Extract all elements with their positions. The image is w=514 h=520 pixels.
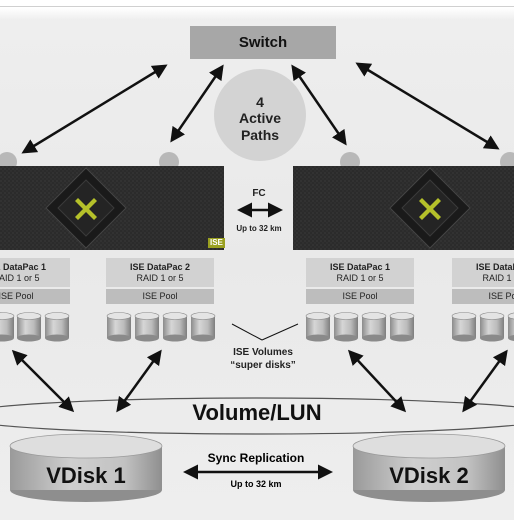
path-arrow-4	[355, 62, 500, 150]
paths-line-2: Paths	[240, 127, 280, 143]
active-paths-circle	[214, 69, 306, 161]
paths-count: 4	[256, 94, 264, 110]
datapac-title: ISE DataPac 1	[329, 262, 391, 272]
x-logo-icon	[389, 167, 471, 249]
datapac-raid: RAID 1 or 5	[336, 273, 384, 283]
ise-volumes-pointer-right	[261, 323, 299, 341]
top-divider	[0, 6, 514, 7]
path-arrow-1	[21, 64, 168, 154]
ise-volumes-pointer-left	[231, 323, 263, 341]
path-arrow-2	[170, 64, 224, 143]
datapac-raid: RAID 1 or 5	[0, 273, 40, 283]
vdisk-2-label: VDisk 2	[389, 463, 469, 488]
path-arrow-3	[291, 64, 347, 146]
ise-volumes-group-3	[305, 312, 415, 342]
ise-volumes-line-1: ISE Volumes	[233, 347, 293, 358]
sync-replication-label: Sync Replication	[207, 451, 305, 465]
sync-distance-label: Up to 32 km	[230, 479, 282, 489]
datapac-title: ISE DataPac 2	[475, 262, 514, 272]
lun-arrow-4	[462, 349, 508, 413]
ise-volumes-group-1	[0, 312, 70, 342]
ise-volumes-group-4	[451, 312, 514, 342]
switch-box: Switch	[190, 26, 336, 59]
active-paths-label: 4 Active Paths	[220, 94, 300, 144]
datapac-raid: RAID 1 or 5	[136, 273, 184, 283]
vdisk-1-label: VDisk 1	[46, 463, 126, 488]
volume-lun-ellipse	[0, 397, 514, 435]
datapac-raid: RAID 1 or 5	[482, 273, 514, 283]
fc-distance: Up to 32 km	[236, 224, 282, 233]
lun-arrow-1	[11, 349, 75, 413]
datapac-title: ISE DataPac 1	[0, 262, 47, 272]
volume-lun-label: Volume/LUN	[192, 400, 322, 425]
ise-volumes-group-2	[106, 312, 216, 342]
ise-volumes-label: ISE Volumes “super disks”	[208, 346, 318, 372]
vdisk-1-cylinder	[9, 433, 163, 502]
lun-arrow-2	[116, 349, 162, 413]
vdisk-2-cylinder	[352, 433, 506, 502]
paths-line-1: Active	[238, 110, 282, 126]
datapac-pool: ISE Pool	[452, 289, 514, 304]
fc-label: FC	[252, 188, 266, 199]
x-logo-icon	[45, 167, 127, 249]
chassis-badge-left: ISE	[208, 238, 225, 248]
datapac-title: ISE DataPac 2	[129, 262, 191, 272]
datapac-pool: ISE Pool	[0, 289, 70, 304]
ise-volumes-line-2: “super disks”	[230, 360, 296, 371]
datapac-pool: ISE Pool	[106, 289, 214, 304]
datapac-pool: ISE Pool	[306, 289, 414, 304]
lun-arrow-3	[347, 349, 407, 413]
